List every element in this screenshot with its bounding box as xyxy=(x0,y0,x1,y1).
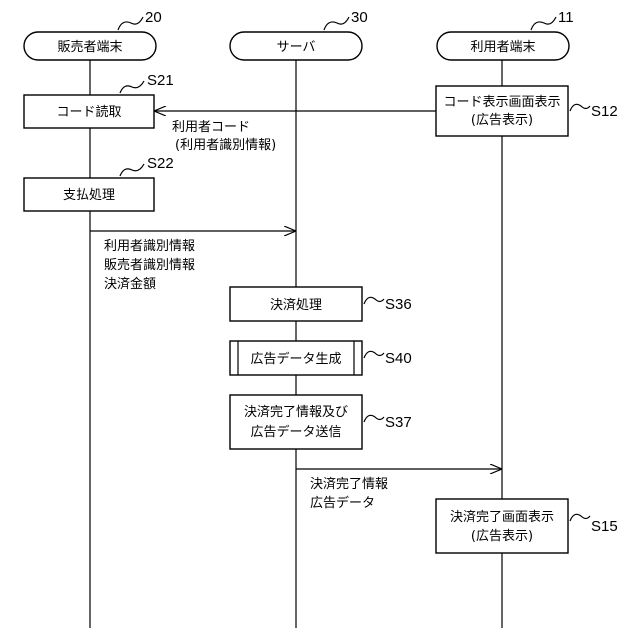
settlement-result-line2: 広告データ xyxy=(310,495,375,511)
step-s15-ref: S15 xyxy=(591,518,618,535)
payment-request-line3: 決済金額 xyxy=(104,276,156,292)
step-s36: 決済処理 S36 xyxy=(230,287,412,321)
participant-vendor-name: 販売者端末 xyxy=(57,39,122,55)
step-s22-ref: S22 xyxy=(147,155,174,172)
step-s21-ref: S21 xyxy=(147,72,174,89)
payment-request-line2: 販売者識別情報 xyxy=(104,257,195,273)
participant-user-name: 利用者端末 xyxy=(470,40,535,55)
step-s36-label: 決済処理 xyxy=(270,297,322,313)
step-s12: コード表示画面表示 (広告表示) S12 xyxy=(436,86,618,136)
step-s22-label: 支払処理 xyxy=(63,188,115,203)
step-s15-line2: (広告表示) xyxy=(471,529,533,544)
participant-vendor-leader xyxy=(118,17,143,30)
participant-server: サーバ 30 xyxy=(230,9,368,60)
step-s12-ref: S12 xyxy=(591,103,618,120)
step-s37-leader xyxy=(364,415,384,422)
step-s37-ref: S37 xyxy=(385,414,412,431)
participant-server-name: サーバ xyxy=(277,40,316,55)
step-s40-leader xyxy=(364,351,384,358)
participant-user-ref: 11 xyxy=(558,9,574,26)
user-code-label-line2: (利用者識別情報) xyxy=(175,138,276,153)
step-s15-line1: 決済完了画面表示 xyxy=(450,509,554,525)
step-s22-leader xyxy=(120,164,144,176)
participant-server-leader xyxy=(324,17,349,30)
user-code-label-line1: 利用者コード xyxy=(172,120,250,135)
step-s40: 広告データ生成 S40 xyxy=(230,341,412,375)
step-s37-line2: 広告データ送信 xyxy=(250,424,341,440)
step-s22: 支払処理 S22 xyxy=(24,155,174,211)
participant-vendor-ref: 20 xyxy=(145,9,162,26)
step-s36-ref: S36 xyxy=(385,296,412,313)
step-s15: 決済完了画面表示 (広告表示) S15 xyxy=(436,499,618,553)
payment-request-line1: 利用者識別情報 xyxy=(104,239,195,254)
step-s12-leader xyxy=(570,104,590,111)
step-s15-leader xyxy=(570,514,590,521)
step-s12-line1: コード表示画面表示 xyxy=(443,95,560,110)
step-s21: コード読取 S21 xyxy=(24,72,174,128)
step-s36-leader xyxy=(364,297,384,304)
participant-user: 利用者端末 11 xyxy=(437,9,574,60)
step-s37-line1: 決済完了情報及び xyxy=(244,404,348,420)
step-s21-label: コード読取 xyxy=(56,104,121,120)
participant-user-leader xyxy=(531,17,556,30)
step-s12-line2: (広告表示) xyxy=(471,113,533,128)
step-s37: 決済完了情報及び 広告データ送信 S37 xyxy=(230,395,412,449)
settlement-result-line1: 決済完了情報 xyxy=(310,476,388,492)
participant-vendor: 販売者端末 20 xyxy=(24,9,162,60)
step-s40-label: 広告データ生成 xyxy=(250,351,341,367)
participant-server-ref: 30 xyxy=(351,9,368,26)
step-s40-ref: S40 xyxy=(385,350,412,367)
step-s21-leader xyxy=(120,81,144,93)
